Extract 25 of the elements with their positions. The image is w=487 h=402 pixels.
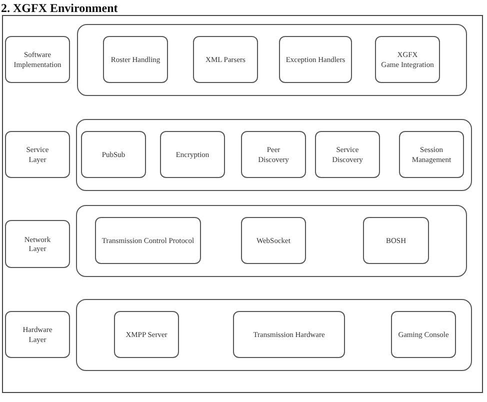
component-box — [315, 131, 380, 178]
component-box — [241, 217, 306, 264]
component-box — [81, 131, 146, 178]
component-box — [193, 36, 258, 83]
layer-container — [76, 119, 472, 191]
component-box — [375, 36, 440, 83]
layer-container — [77, 24, 467, 96]
component-box — [103, 36, 168, 83]
component-box — [391, 311, 456, 358]
layer-container — [76, 299, 472, 371]
component-box — [95, 217, 201, 264]
component-box — [363, 217, 429, 264]
layer-box — [5, 311, 70, 358]
component-box — [241, 131, 306, 178]
layer-box — [5, 131, 70, 178]
diagram-title: 2. XGFX Environment — [1, 1, 118, 15]
diagram-frame — [2, 15, 483, 393]
layer-box — [5, 36, 70, 83]
layer-box — [5, 220, 70, 268]
layer-container — [76, 205, 467, 277]
component-box — [399, 131, 464, 178]
component-box — [114, 311, 179, 358]
component-box — [279, 36, 352, 83]
component-box — [233, 311, 345, 358]
component-box — [160, 131, 225, 178]
